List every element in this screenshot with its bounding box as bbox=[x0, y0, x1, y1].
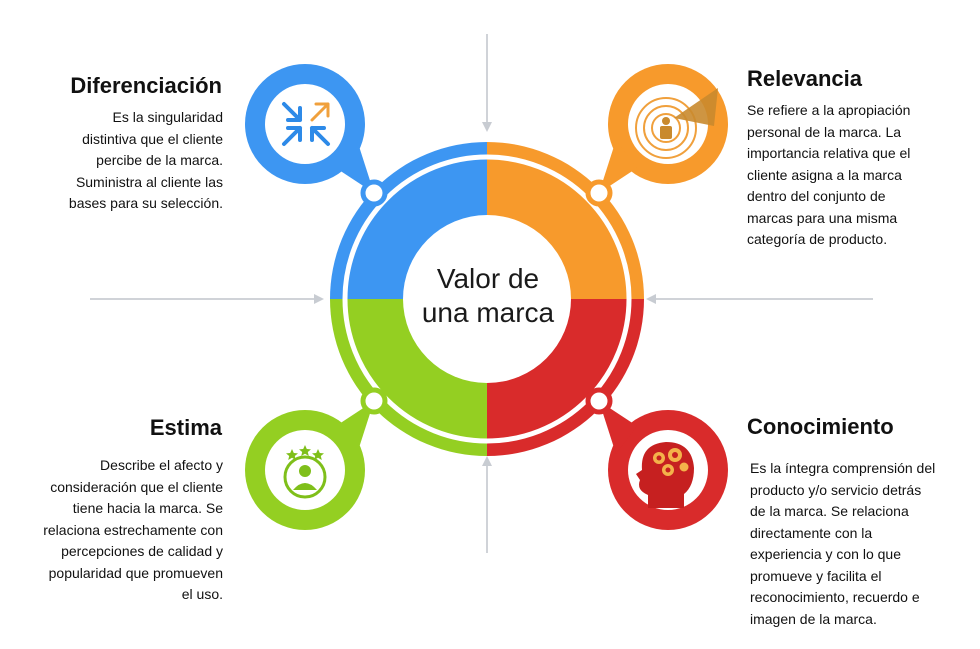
desc-line: tiene hacia la marca. Se bbox=[72, 500, 223, 516]
title-diferenciacion: Diferenciación bbox=[70, 73, 222, 98]
connector-dot-blue bbox=[360, 179, 388, 207]
pin-diferenciacion bbox=[245, 64, 374, 193]
desc-diferenciacion: Es la singularidad distintiva que el cli… bbox=[69, 107, 223, 215]
desc-line: experiencia y con lo que bbox=[750, 546, 901, 562]
desc-line: marcas para una misma bbox=[747, 209, 898, 226]
pin-estima bbox=[245, 401, 374, 530]
connector-dot-orange bbox=[585, 179, 613, 207]
center-label: Valor de una marca bbox=[398, 262, 578, 330]
desc-line: consideración que el cliente bbox=[50, 478, 223, 495]
desc-estima: Describe el afecto y consideración que e… bbox=[43, 455, 223, 606]
desc-line: el uso. bbox=[181, 586, 223, 602]
desc-relevancia: Se refiere a la apropiación personal de … bbox=[747, 100, 910, 251]
desc-line: Se refiere a la apropiación bbox=[747, 102, 911, 118]
desc-line: bases para su selección. bbox=[68, 195, 223, 211]
desc-line: cliente asigna a la marca bbox=[747, 166, 902, 183]
desc-line: Suministra al cliente las bbox=[75, 173, 223, 190]
target-person-icon bbox=[635, 88, 718, 159]
center-label-line1: Valor de bbox=[436, 263, 540, 294]
desc-line: importancia relativa que el bbox=[747, 145, 911, 161]
desc-line: Describe el afecto y bbox=[100, 457, 223, 473]
connector-dot-green bbox=[360, 387, 388, 415]
desc-line: Es la singularidad bbox=[112, 109, 223, 125]
head-gears-icon bbox=[636, 442, 694, 508]
title-conocimiento: Conocimiento bbox=[747, 414, 894, 439]
desc-line: dentro del conjunto de bbox=[747, 188, 886, 204]
compress-arrows-icon bbox=[282, 102, 330, 146]
ring-separator bbox=[342, 154, 632, 444]
center-disc bbox=[403, 215, 571, 383]
desc-line: promueve y facilita el bbox=[750, 567, 882, 584]
desc-line: de la marca. Se relaciona bbox=[750, 503, 909, 519]
desc-line: Es la íntegra comprensión del bbox=[750, 460, 936, 476]
desc-line: producto y/o servicio detrás bbox=[750, 481, 922, 498]
desc-line: percepciones de calidad y bbox=[61, 543, 223, 559]
desc-line: percibe de la marca. bbox=[96, 152, 223, 168]
desc-line: categoría de producto. bbox=[747, 231, 888, 247]
title-estima: Estima bbox=[149, 415, 222, 440]
desc-line: imagen de la marca. bbox=[750, 610, 877, 627]
desc-line: personal de la marca. La bbox=[747, 123, 902, 140]
desc-line: relaciona estrechamente con bbox=[43, 521, 223, 538]
desc-conocimiento: Es la íntegra comprensión del producto y… bbox=[750, 458, 935, 630]
desc-line: popularidad que promueven bbox=[48, 564, 223, 581]
desc-line: reconocimiento, recuerdo e bbox=[750, 589, 920, 605]
title-relevancia: Relevancia bbox=[747, 66, 862, 91]
person-stars-icon bbox=[283, 445, 327, 499]
desc-line: directamente con la bbox=[750, 524, 873, 541]
connector-dot-red bbox=[585, 387, 613, 415]
center-label-line2: una marca bbox=[421, 297, 555, 328]
desc-line: distintiva que el cliente bbox=[82, 130, 223, 147]
